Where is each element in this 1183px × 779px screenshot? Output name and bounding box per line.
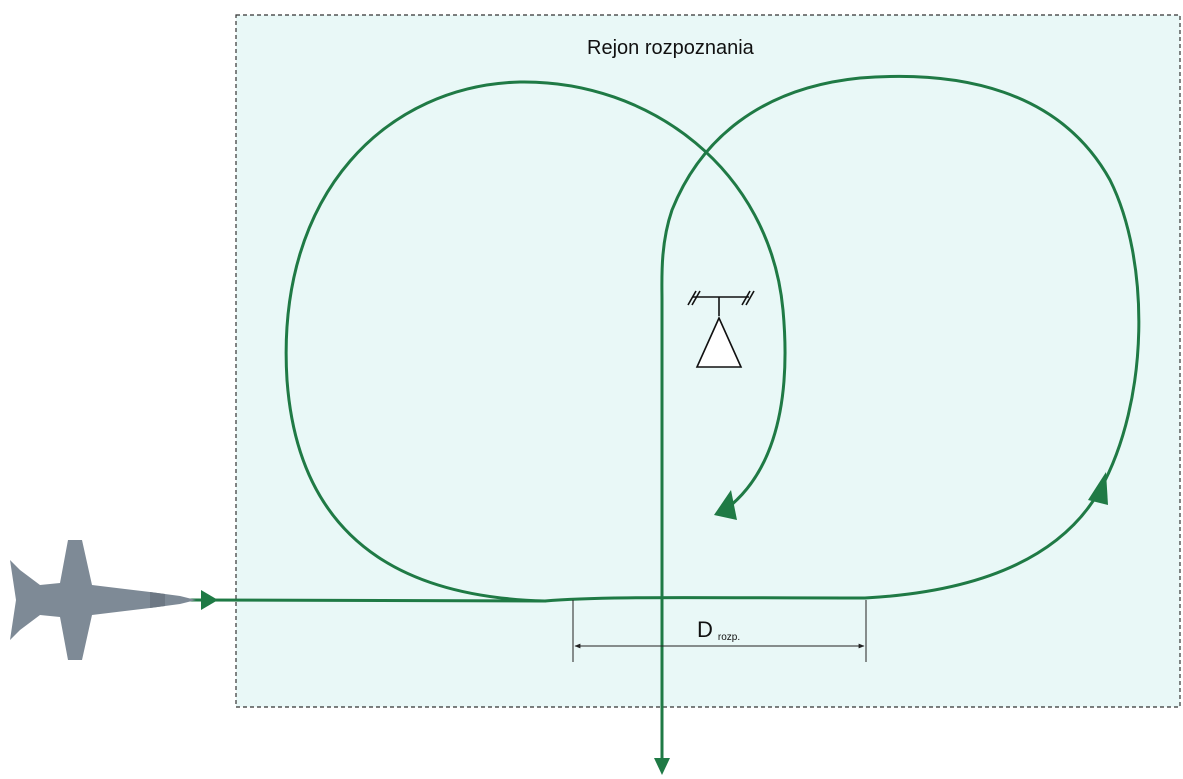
fighter-jet-icon: [10, 540, 196, 660]
left-loop: [284, 80, 787, 603]
entry-arrow: [201, 590, 218, 610]
entry-leg: [188, 598, 547, 603]
distance-leg: [543, 596, 867, 603]
region-label: Rejon rozpoznania: [587, 37, 755, 59]
direction-arrows: [201, 472, 1108, 775]
left-loop-arrow: [714, 490, 737, 520]
right-loop: [660, 74, 1141, 600]
distance-label-sub: rozp.: [718, 632, 740, 643]
right-loop-arrow: [1088, 472, 1108, 505]
exit-arrow: [654, 758, 670, 775]
distance-dimension: [572, 600, 867, 662]
radar-station-icon: [687, 290, 755, 368]
distance-label-main: D: [697, 617, 713, 642]
flight-path: [188, 74, 1141, 767]
